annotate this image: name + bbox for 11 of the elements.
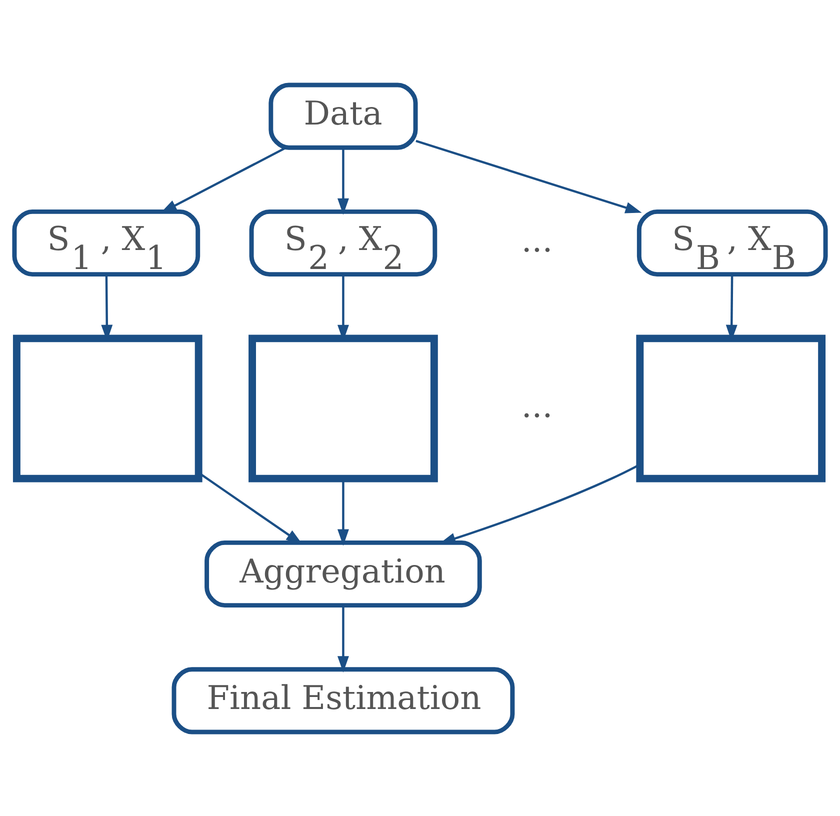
label: ... (521, 386, 553, 424)
node-box: Data (268, 82, 418, 150)
arrow (416, 139, 642, 213)
label: ... (521, 220, 553, 259)
arrow (337, 604, 349, 672)
node-box: Aggregation (204, 540, 482, 608)
node-box (636, 334, 826, 482)
node-box (12, 334, 202, 482)
node-box: Final Estimation (172, 666, 515, 734)
node-box (248, 334, 438, 482)
arrow (337, 147, 349, 214)
